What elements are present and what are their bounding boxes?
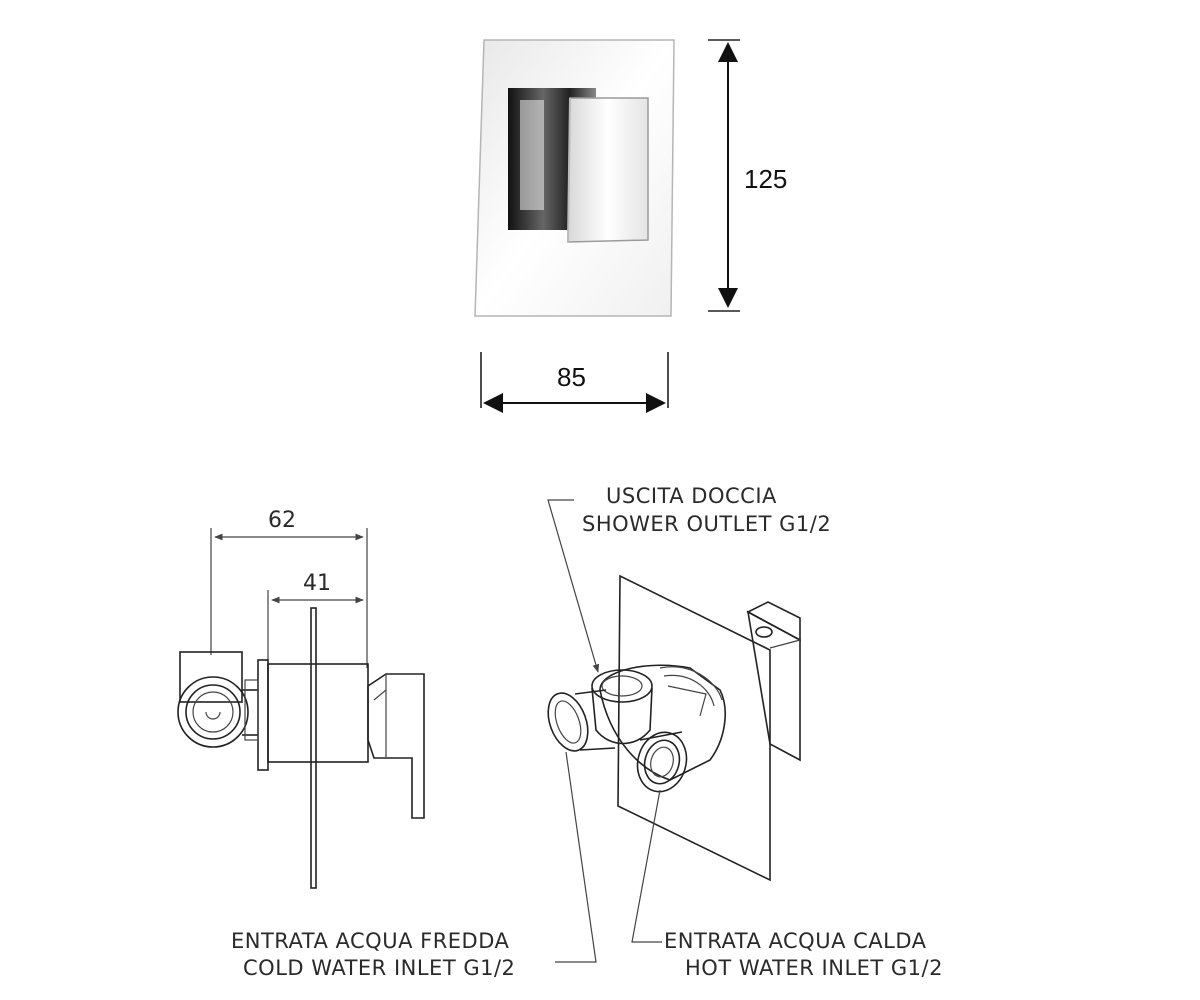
hot-leader [631, 789, 662, 943]
iso-cover-plate [617, 574, 771, 882]
side-view: 62 41 [177, 508, 425, 889]
iso-shower-outlet [591, 669, 653, 703]
cold-leader [555, 751, 597, 963]
outlet-label-it: USCITA DOCCIA [606, 484, 777, 508]
hot-label-it: ENTRATA ACQUA CALDA [664, 929, 927, 953]
front-view: 125 85 [474, 39, 787, 413]
cold-label-en: COLD WATER INLET G1/2 [243, 956, 515, 980]
hot-label-en: HOT WATER INLET G1/2 [685, 956, 943, 980]
depth-partial-value: 41 [303, 571, 331, 596]
cold-label-it: ENTRATA ACQUA FREDDA [231, 929, 510, 953]
iso-hot-inlet [636, 731, 688, 793]
outlet-leader [547, 499, 600, 673]
side-inlet-port [177, 676, 249, 748]
iso-valve-body [599, 664, 726, 781]
iso-cold-inlet [547, 692, 589, 752]
valve-body [267, 663, 369, 763]
width-dimension-value: 85 [557, 362, 586, 392]
lever-handle [567, 97, 649, 243]
iso-view: USCITA DOCCIA SHOWER OUTLET G1/2 ENTRATA… [231, 484, 943, 980]
depth-total-value: 62 [268, 508, 296, 533]
height-dimension-value: 125 [744, 164, 787, 194]
outlet-label-en: SHOWER OUTLET G1/2 [582, 512, 831, 536]
wall-plate-edge [310, 607, 317, 889]
side-lever-handle [367, 673, 425, 819]
